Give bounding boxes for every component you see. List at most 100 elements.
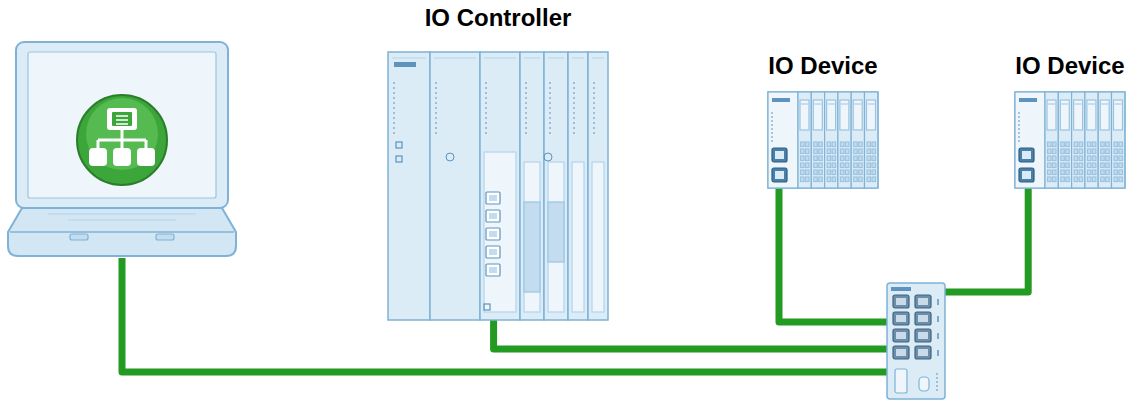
device-label: IO Device: [1015, 52, 1124, 80]
cpu-label-bar: [394, 62, 416, 67]
terminal: [845, 177, 849, 182]
terminal: [1048, 156, 1052, 161]
terminal: [806, 170, 810, 175]
terminal: [1092, 163, 1096, 168]
terminal: [1114, 177, 1118, 182]
terminal: [1053, 177, 1057, 182]
terminal: [1101, 142, 1105, 147]
io-label: [1100, 100, 1109, 130]
terminal: [806, 156, 810, 161]
switch-port: [893, 295, 909, 308]
laptop-edge: [10, 231, 234, 233]
rack-module: [430, 52, 480, 320]
io-label: [1047, 100, 1056, 130]
icon-text-line: [116, 123, 128, 125]
terminal: [814, 149, 818, 154]
terminal: [819, 142, 823, 147]
terminal: [1087, 149, 1091, 154]
terminal: [1114, 163, 1118, 168]
network-switch-drawing: [887, 283, 945, 399]
rack-module: [480, 52, 520, 320]
terminal: [801, 149, 805, 154]
im-led-strip: [1019, 112, 1020, 142]
terminal: [859, 156, 863, 161]
terminal: [814, 156, 818, 161]
laptop-hinge: [70, 234, 88, 240]
io-controller-drawing: [388, 52, 608, 320]
switch-port: [893, 312, 909, 325]
io-label-line: [1115, 104, 1122, 105]
terminal: [854, 163, 858, 168]
io-module: [1058, 92, 1071, 188]
cp-port-inner: [489, 231, 497, 237]
terminal: [827, 142, 831, 147]
device-port: [1019, 148, 1034, 162]
keyboard-line: [68, 220, 176, 221]
terminal: [867, 163, 871, 168]
terminal: [1066, 149, 1070, 154]
terminal: [806, 149, 810, 154]
rack-module: [588, 52, 608, 320]
icon-link: [97, 140, 100, 148]
module-led-strip: [574, 82, 575, 137]
io-window: [524, 202, 540, 292]
terminal: [801, 156, 805, 161]
laptop-drawing: [8, 40, 236, 258]
module-top: [434, 58, 476, 59]
terminal: [854, 149, 858, 154]
laptop-screen: [16, 42, 228, 208]
port-inner: [1022, 171, 1031, 179]
switch-port-inner: [896, 298, 906, 305]
switch-button: [919, 377, 929, 391]
icon-link: [145, 140, 148, 148]
terminal: [840, 170, 844, 175]
switch-port: [915, 346, 931, 359]
terminal: [1106, 163, 1110, 168]
io-module: [1072, 92, 1085, 188]
terminal: [819, 149, 823, 154]
terminal: [1114, 170, 1118, 175]
terminal: [840, 142, 844, 147]
switch-body: [887, 283, 945, 399]
keyboard-line: [48, 214, 196, 215]
switch-port-inner: [896, 349, 906, 356]
terminal: [801, 142, 805, 147]
terminal: [1092, 177, 1096, 182]
laptop-hinge: [156, 234, 174, 240]
terminal: [827, 149, 831, 154]
io-device-drawing: [1015, 92, 1125, 188]
terminal: [1087, 177, 1091, 182]
terminal: [1119, 149, 1123, 154]
device-port: [1019, 168, 1034, 182]
terminal: [1106, 156, 1110, 161]
cp-port-inner: [489, 213, 497, 219]
icon-device: [89, 148, 107, 166]
io-label-line: [828, 104, 835, 105]
cp-led: [484, 304, 490, 310]
terminal: [832, 163, 836, 168]
terminal: [1092, 149, 1096, 154]
module-led-strip: [594, 82, 595, 137]
io-module: [851, 92, 864, 188]
module-led-strip: [436, 82, 437, 137]
terminal: [1048, 163, 1052, 168]
switch-port: [915, 295, 931, 308]
laptop: [8, 40, 236, 258]
terminal: [1106, 142, 1110, 147]
io-module: [825, 92, 838, 188]
io-module: [1045, 92, 1058, 188]
switch-led: [937, 299, 939, 305]
module-top: [484, 58, 516, 59]
io-label: [813, 100, 822, 130]
terminal: [845, 149, 849, 154]
terminal: [806, 142, 810, 147]
terminal: [814, 170, 818, 175]
io-label-line: [1088, 104, 1095, 105]
terminal: [1101, 149, 1105, 154]
terminal: [1074, 142, 1078, 147]
rack-module: [544, 52, 568, 320]
terminal: [859, 142, 863, 147]
module-top: [524, 58, 540, 59]
terminal: [1087, 170, 1091, 175]
